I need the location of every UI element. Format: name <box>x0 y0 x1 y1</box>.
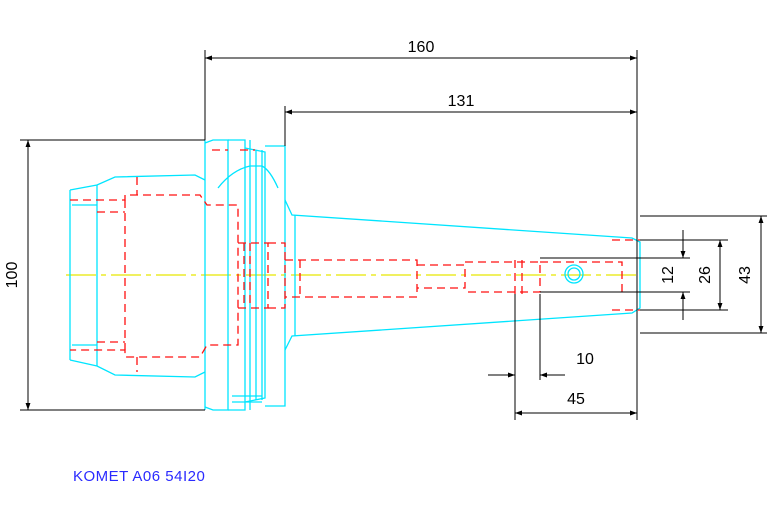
dim-tip-diameter: 43 <box>737 266 754 284</box>
dim-flange-diameter: 100 <box>4 262 21 289</box>
dim-overall-length: 160 <box>408 39 435 56</box>
hidden-features <box>70 149 640 372</box>
dim-slot-width: 10 <box>576 351 594 368</box>
dim-bore-small: 12 <box>660 266 677 284</box>
cross-hole <box>564 264 584 284</box>
dimension-lines <box>20 50 767 420</box>
dim-slot-position: 45 <box>567 391 585 408</box>
dim-taper-length: 131 <box>448 93 475 110</box>
dim-bore-mid: 26 <box>697 266 714 284</box>
part-caption: KOMET A06 54I20 <box>73 468 206 485</box>
